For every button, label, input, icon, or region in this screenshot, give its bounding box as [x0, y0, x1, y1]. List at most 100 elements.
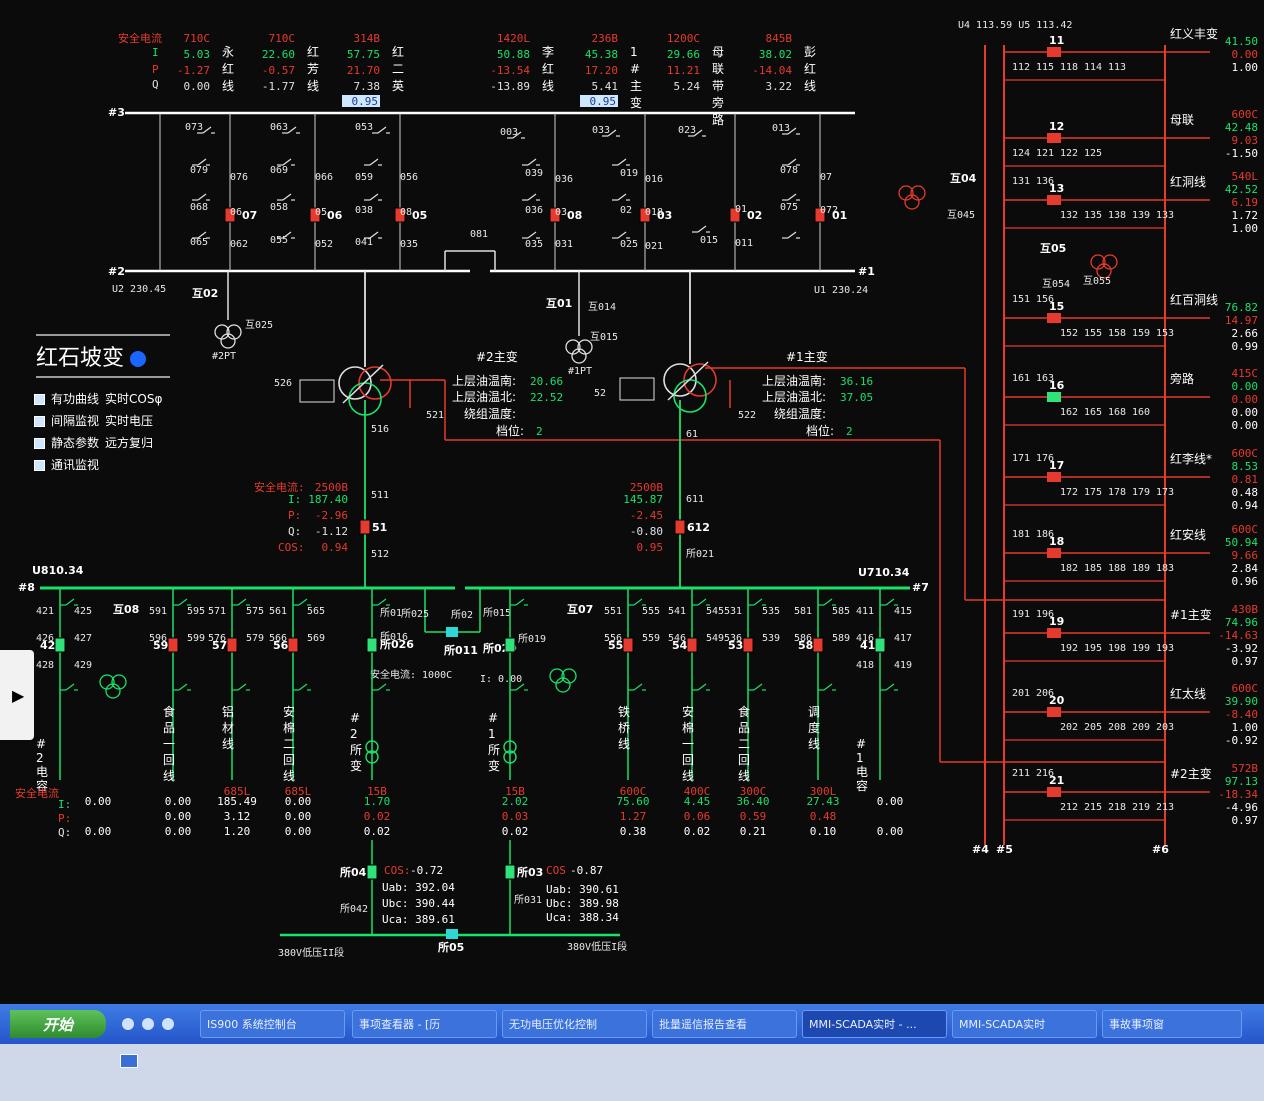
disconnector-switch[interactable] — [287, 126, 297, 134]
feeder-breaker[interactable] — [686, 637, 698, 653]
bay-breaker[interactable] — [224, 207, 236, 223]
feeder-breaker[interactable] — [874, 637, 886, 653]
taskbar-item[interactable]: 无功电压优化控制 — [502, 1010, 647, 1038]
right-breaker[interactable] — [1047, 313, 1061, 323]
disconnector-switch[interactable] — [237, 683, 247, 691]
disconnector-switch[interactable] — [617, 158, 627, 166]
lv-breaker-03[interactable] — [504, 864, 516, 880]
disconnector-switch[interactable] — [377, 126, 387, 134]
bus-tie-breaker[interactable] — [446, 627, 458, 637]
disconnector-switch[interactable] — [237, 598, 247, 606]
disconnector-switch[interactable] — [515, 598, 525, 606]
disconnector-switch[interactable] — [693, 129, 703, 137]
lv-incomer-breaker[interactable] — [674, 519, 686, 535]
disconnector-switch[interactable] — [823, 683, 833, 691]
lv-tie-breaker[interactable] — [446, 929, 458, 939]
feeder-breaker[interactable] — [226, 637, 238, 653]
taskbar-item[interactable]: 事项查看器 - [历 — [352, 1010, 497, 1038]
disconnector-switch[interactable] — [65, 683, 75, 691]
disconnector-switch[interactable] — [753, 598, 763, 606]
disconnector-switch[interactable] — [197, 231, 207, 239]
menu-static-params[interactable]: 静态参数 — [51, 436, 100, 450]
disconnector-switch[interactable] — [282, 193, 292, 201]
start-button[interactable]: 开始 — [10, 1010, 106, 1038]
quicklaunch-media-icon[interactable] — [162, 1018, 174, 1030]
disconnector-switch[interactable] — [753, 683, 763, 691]
disconnector-switch[interactable] — [885, 683, 895, 691]
taskbar-item[interactable]: MMI-SCADA实时 — [952, 1010, 1097, 1038]
menu-bay-monitor[interactable]: 间隔监视 — [51, 414, 100, 428]
disconnector-switch[interactable] — [178, 683, 188, 691]
disconnector-switch[interactable] — [282, 231, 292, 239]
taskbar-item[interactable]: MMI-SCADA实时 - ... — [802, 1010, 947, 1038]
feeder-breaker[interactable] — [287, 637, 299, 653]
right-breaker[interactable] — [1047, 195, 1061, 205]
menu-comm-monitor[interactable]: 通讯监视 — [51, 458, 100, 472]
right-breaker[interactable] — [1047, 787, 1061, 797]
disconnector-switch[interactable] — [527, 193, 537, 201]
side-panel-handle[interactable]: ▶ — [0, 650, 34, 740]
disconnector-switch[interactable] — [697, 683, 707, 691]
disconnector-switch[interactable] — [282, 158, 292, 166]
right-breaker[interactable] — [1047, 707, 1061, 717]
menu-realtime-voltage[interactable]: 实时电压 — [105, 414, 154, 428]
feeder-breaker[interactable] — [54, 637, 66, 653]
right-breaker[interactable] — [1047, 133, 1061, 143]
feeder-breaker[interactable] — [812, 637, 824, 653]
bay-breaker[interactable] — [639, 207, 651, 223]
disconnector-switch[interactable] — [515, 683, 525, 691]
quicklaunch-ie-icon[interactable] — [122, 1018, 134, 1030]
menu-active-curve[interactable]: 有功曲线 — [51, 392, 100, 406]
disconnector-switch[interactable] — [377, 683, 387, 691]
disconnector-switch[interactable] — [178, 598, 188, 606]
disconnector-switch[interactable] — [885, 598, 895, 606]
disconnector-switch[interactable] — [617, 193, 627, 201]
disconnector-switch[interactable] — [512, 131, 522, 139]
bay-breaker[interactable] — [729, 207, 741, 223]
tray-monitor-icon[interactable] — [120, 1054, 138, 1068]
right-breaker[interactable] — [1047, 472, 1061, 482]
feeder-breaker[interactable] — [504, 637, 516, 653]
feeder-breaker[interactable] — [622, 637, 634, 653]
disconnector-switch[interactable] — [787, 193, 797, 201]
disconnector-switch[interactable] — [65, 598, 75, 606]
taskbar-item[interactable]: IS900 系统控制台 — [200, 1010, 345, 1038]
feeder-breaker[interactable] — [167, 637, 179, 653]
feeder-breaker[interactable] — [742, 637, 754, 653]
disconnector-switch[interactable] — [823, 598, 833, 606]
disconnector-switch[interactable] — [369, 158, 379, 166]
menu-remote-reset[interactable]: 远方复归 — [105, 436, 154, 450]
taskbar-item[interactable]: 事故事项窗 — [1102, 1010, 1242, 1038]
right-breaker[interactable] — [1047, 392, 1061, 402]
disconnector-switch[interactable] — [617, 231, 627, 239]
bay-breaker[interactable] — [549, 207, 561, 223]
bay-breaker[interactable] — [309, 207, 321, 223]
lv-incomer-breaker[interactable] — [359, 519, 371, 535]
disconnector-switch[interactable] — [377, 598, 387, 606]
lv-breaker-04[interactable] — [366, 864, 378, 880]
disconnector-switch[interactable] — [633, 683, 643, 691]
disconnector-switch[interactable] — [369, 231, 379, 239]
disconnector-switch[interactable] — [787, 231, 797, 239]
disconnector-switch[interactable] — [369, 193, 379, 201]
chevron-right-icon[interactable]: ▶ — [12, 686, 25, 705]
feeder-breaker[interactable] — [366, 637, 378, 653]
right-breaker[interactable] — [1047, 548, 1061, 558]
bay-breaker[interactable] — [394, 207, 406, 223]
menu-realtime-cos[interactable]: 实时COSφ — [105, 392, 163, 406]
disconnector-switch[interactable] — [607, 129, 617, 137]
disconnector-switch[interactable] — [202, 126, 212, 134]
taskbar-item[interactable]: 批量遥信报告查看 — [652, 1010, 797, 1038]
disconnector-switch[interactable] — [697, 225, 707, 233]
disconnector-switch[interactable] — [298, 598, 308, 606]
bay-breaker[interactable] — [814, 207, 826, 223]
disconnector-switch[interactable] — [527, 231, 537, 239]
quicklaunch-desktop-icon[interactable] — [142, 1018, 154, 1030]
disconnector-switch[interactable] — [197, 193, 207, 201]
disconnector-switch[interactable] — [527, 158, 537, 166]
disconnector-switch[interactable] — [298, 683, 308, 691]
right-breaker[interactable] — [1047, 47, 1061, 57]
disconnector-switch[interactable] — [633, 598, 643, 606]
disconnector-switch[interactable] — [787, 158, 797, 166]
disconnector-switch[interactable] — [697, 598, 707, 606]
